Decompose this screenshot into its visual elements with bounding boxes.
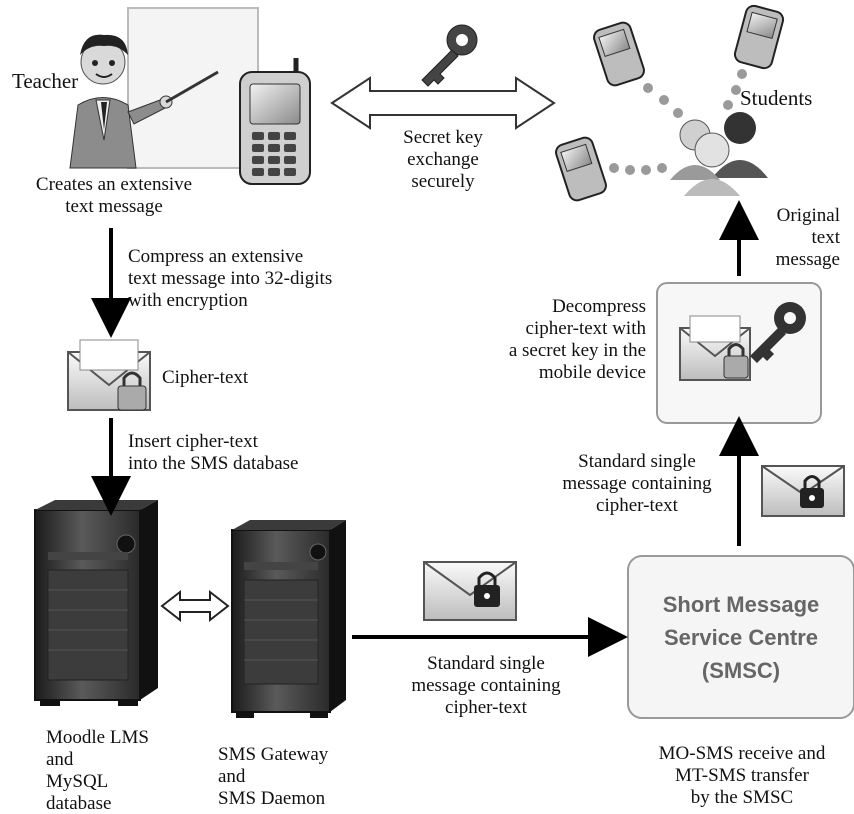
student-phone-icon — [593, 21, 645, 87]
moodle-server-icon — [34, 500, 158, 706]
standard-message-caption-bottom: Standard single message containing ciphe… — [411, 653, 561, 718]
smsc-box — [627, 555, 854, 719]
standard-message-caption-right: Standard single message containing ciphe… — [562, 451, 712, 516]
teacher-label: Teacher — [12, 69, 79, 93]
students-illustration — [555, 4, 785, 202]
secret-key-icon — [421, 24, 478, 87]
smsc-title: Short Message Service Centre (SMSC) — [662, 592, 820, 683]
gateway-caption: SMS Gateway and SMS Daemon — [218, 744, 329, 809]
student-phone-icon — [555, 136, 607, 202]
moodle-caption: Moodle LMS and MySQL database — [46, 727, 149, 814]
students-label: Students — [740, 86, 813, 110]
sms-gateway-server-icon — [231, 520, 346, 718]
teacher-illustration — [69, 7, 259, 169]
teacher-phone-icon — [239, 58, 311, 185]
key-exchange-arrow — [330, 76, 556, 130]
compress-caption: Compress an extensive text message into … — [128, 246, 333, 311]
sms-envelope-icon — [423, 561, 517, 621]
server-link-arrow — [160, 589, 230, 623]
decompress-envelope-icon — [679, 315, 751, 381]
cipher-text-label: Cipher-text — [162, 367, 249, 388]
cipher-text-envelope-icon — [67, 339, 151, 411]
sms-envelope-icon — [761, 465, 845, 517]
insert-caption: Insert cipher-text into the SMS database — [128, 431, 299, 474]
original-caption: Original text message — [775, 205, 840, 270]
decompress-key-icon — [750, 302, 806, 363]
decompress-caption: Decompress cipher-text with a secret key… — [508, 296, 646, 383]
smsc-caption: MO-SMS receive and MT-SMS transfer by th… — [658, 743, 826, 808]
key-exchange-caption: Secret key exchange securely — [403, 127, 483, 192]
teacher-caption: Creates an extensive text message — [35, 174, 193, 217]
student-phone-icon — [733, 4, 785, 70]
